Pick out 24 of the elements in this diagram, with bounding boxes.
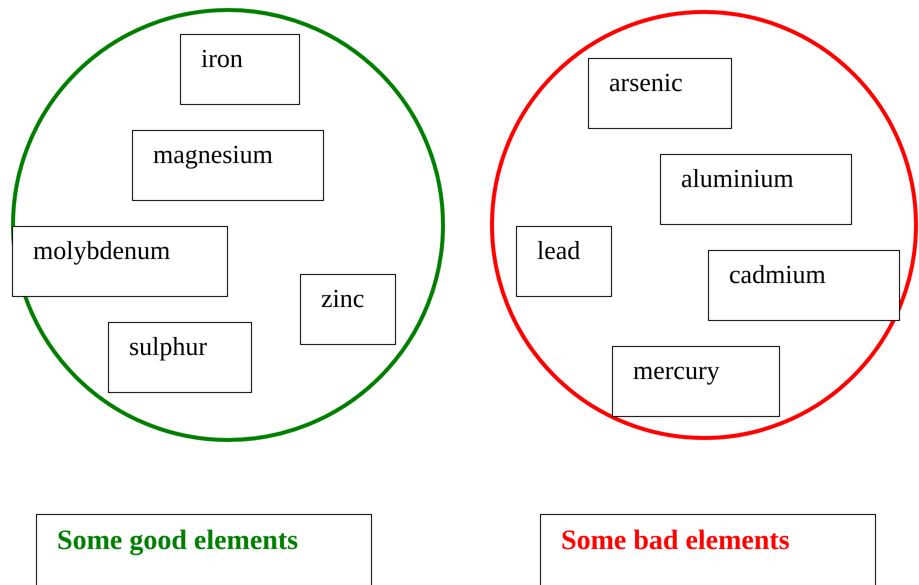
element-box [180,34,300,105]
element-box [108,322,252,393]
element-name: cadmium [729,259,827,291]
element-name: iron [201,43,244,75]
element-name: zinc [321,283,366,315]
element-name: magnesium [153,139,274,171]
element-box [660,154,852,225]
element-name: aluminium [681,163,795,195]
element-name: arsenic [609,67,684,99]
element-box [132,130,324,201]
element-box [612,346,780,417]
caption-box [36,514,372,585]
element-box [708,250,900,321]
element-name: molybdenum [33,235,172,267]
element-box [588,58,732,129]
element-name: mercury [633,355,721,387]
element-name: lead [537,235,582,267]
caption-box [540,514,876,585]
caption-text: Some good elements [57,524,300,558]
element-box [300,274,396,345]
element-box [516,226,612,297]
caption-text: Some bad elements [561,524,791,558]
element-name: sulphur [129,331,208,363]
element-box [12,226,228,297]
